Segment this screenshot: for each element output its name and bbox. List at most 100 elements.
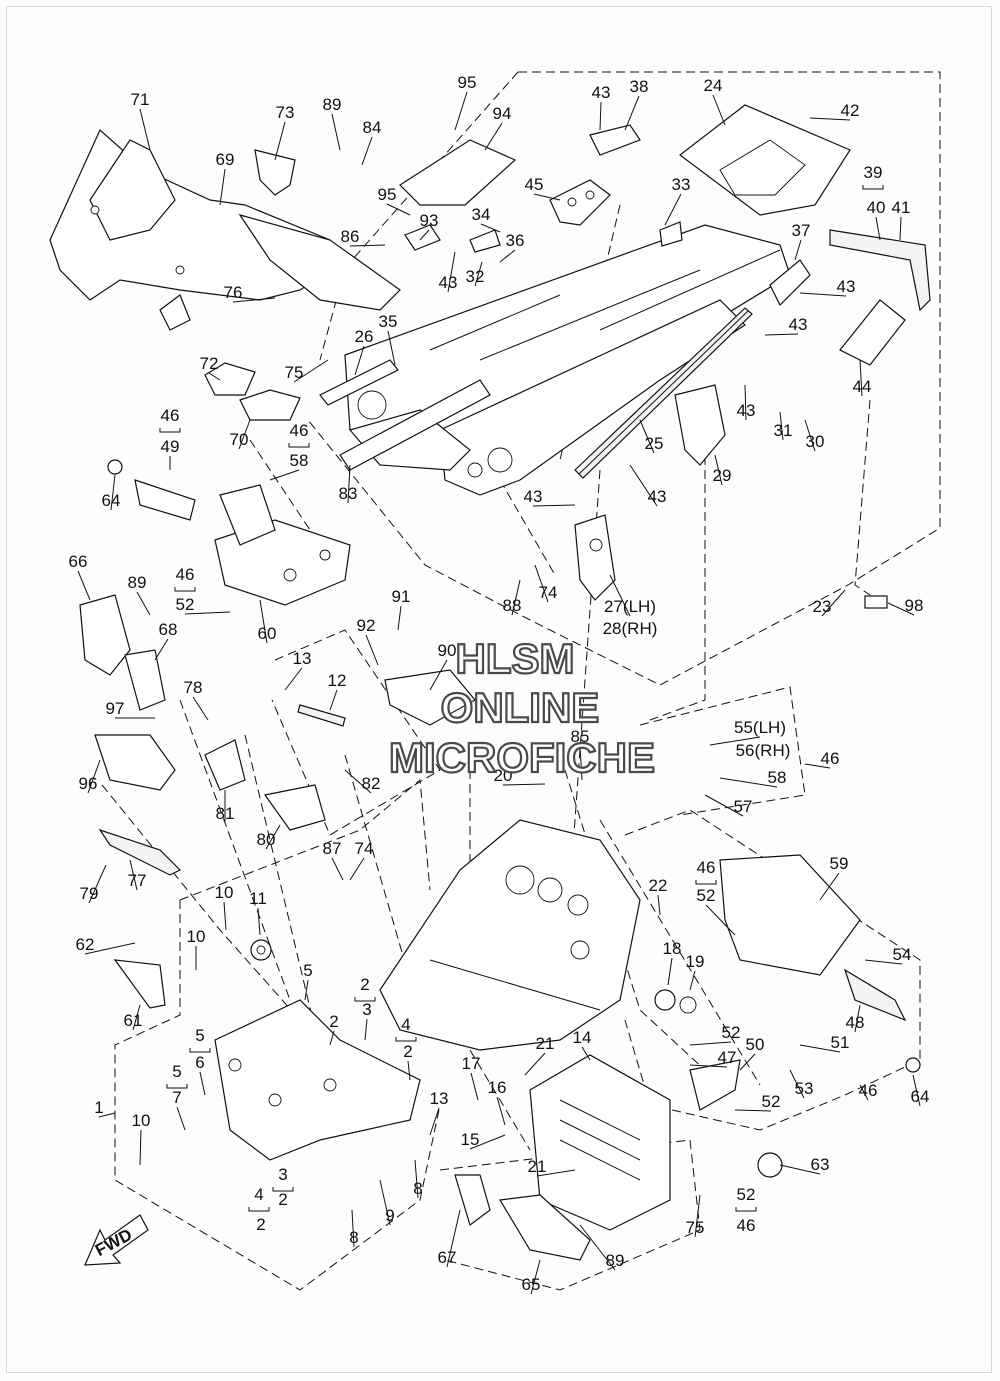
leader-line-3a — [364, 1018, 368, 1041]
callout-5c: 5 — [172, 1062, 181, 1081]
leader-line-13b — [429, 1107, 440, 1136]
leader-line-2c — [407, 1060, 411, 1081]
callout-93: 93 — [420, 211, 439, 230]
group-bracket-39 — [862, 185, 884, 190]
group-bracket-3b — [272, 1187, 294, 1192]
callout-98: 98 — [905, 596, 924, 615]
leader-line-8b — [351, 1209, 355, 1248]
leader-line-62 — [84, 942, 136, 955]
leader-line-15 — [469, 1134, 506, 1150]
callout-43b: 43 — [439, 273, 458, 292]
leader-line-17 — [470, 1072, 479, 1101]
callout-10c: 10 — [132, 1111, 151, 1130]
diagram-frame — [6, 6, 992, 1373]
callout-22: 22 — [649, 876, 668, 895]
leader-line-10a — [223, 901, 227, 931]
callout-21a: 21 — [536, 1034, 555, 1053]
callout-33: 33 — [672, 175, 691, 194]
callout-36: 36 — [506, 231, 525, 250]
callout-46b: 46 — [290, 421, 309, 440]
leader-line-16 — [496, 1096, 506, 1126]
callout-92: 92 — [357, 616, 376, 635]
callout-17: 17 — [462, 1054, 481, 1073]
leader-line-36 — [499, 249, 516, 263]
callout-80: 80 — [257, 830, 276, 849]
callout-40: 40 — [867, 198, 886, 217]
leader-line-73 — [274, 121, 286, 161]
leader-line-58b — [719, 777, 778, 788]
callout-28: 28(RH) — [603, 619, 658, 638]
callout-43a: 43 — [592, 83, 611, 102]
leader-line-46d — [804, 763, 831, 769]
callout-64b: 64 — [911, 1087, 930, 1106]
callout-61: 61 — [124, 1011, 143, 1030]
callout-52b: 52 — [697, 886, 716, 905]
watermark: HLSM ONLINE MICROFICHE — [388, 634, 656, 782]
leader-line-84 — [361, 136, 373, 166]
group-bracket-46a — [159, 428, 181, 433]
callout-71: 71 — [131, 90, 150, 109]
leader-line-98 — [887, 602, 915, 616]
leader-line-90 — [429, 659, 448, 691]
fwd-arrow-icon — [84, 1214, 149, 1266]
callout-32: 32 — [466, 267, 485, 286]
group-bracket-46e — [695, 880, 717, 885]
leader-line-21a — [524, 1052, 546, 1076]
tunnel-chassis-part — [344, 224, 791, 496]
leader-line-22 — [657, 894, 661, 916]
leader-line-75a — [293, 359, 329, 383]
plate-94 — [399, 139, 517, 206]
leader-line-65 — [530, 1259, 541, 1295]
callout-58a: 58 — [290, 451, 309, 470]
callout-3a: 3 — [362, 1000, 371, 1019]
callout-14: 14 — [573, 1028, 592, 1047]
callout-55: 55(LH) — [734, 718, 786, 737]
leader-line-72 — [208, 372, 221, 381]
callout-34: 34 — [472, 205, 491, 224]
leader-line-96 — [87, 759, 101, 794]
leader-line-54 — [864, 959, 903, 965]
callout-52d: 52 — [762, 1092, 781, 1111]
steering-bracket-assembly — [107, 459, 351, 606]
callout-41: 41 — [892, 198, 911, 217]
leader-line-7 — [176, 1106, 186, 1131]
callout-64a: 64 — [102, 491, 121, 510]
callout-52a: 52 — [176, 595, 195, 614]
lower-parts — [113, 939, 783, 1261]
callout-74a: 74 — [539, 583, 558, 602]
leader-line-31 — [779, 411, 784, 441]
callout-52c: 52 — [722, 1023, 741, 1042]
leader-line-43d — [764, 333, 799, 336]
callout-13b: 13 — [430, 1089, 449, 1108]
leader-line-26 — [354, 345, 365, 376]
leader-line-44 — [859, 359, 863, 397]
callout-3b: 3 — [278, 1165, 287, 1184]
leader-line-42 — [809, 117, 851, 121]
callout-43d: 43 — [789, 315, 808, 334]
callout-91: 91 — [392, 587, 411, 606]
leader-line-43e — [744, 384, 747, 421]
callout-79: 79 — [80, 884, 99, 903]
leader-line-27 — [609, 574, 631, 617]
callout-4a: 4 — [401, 1015, 410, 1034]
front-cowl-frame — [49, 129, 401, 331]
callout-49: 49 — [161, 437, 180, 456]
leader-line-75b — [694, 1194, 701, 1238]
leader-line-68 — [154, 638, 169, 661]
callout-47: 47 — [718, 1048, 737, 1067]
callout-58b: 58 — [768, 768, 787, 787]
leader-line-74a — [534, 564, 549, 603]
callout-67: 67 — [438, 1248, 457, 1267]
callout-21b: 21 — [528, 1157, 547, 1176]
leader-line-8a — [414, 1159, 419, 1199]
callout-85: 85 — [571, 727, 590, 746]
callout-89b: 89 — [128, 573, 147, 592]
callout-83: 83 — [339, 484, 358, 503]
leader-line-30 — [804, 419, 816, 452]
callout-94: 94 — [493, 104, 512, 123]
leader-line-89b — [136, 591, 151, 616]
leader-line-47 — [689, 1064, 728, 1068]
leader-line-35 — [387, 330, 396, 366]
leader-line-1 — [98, 1112, 116, 1118]
